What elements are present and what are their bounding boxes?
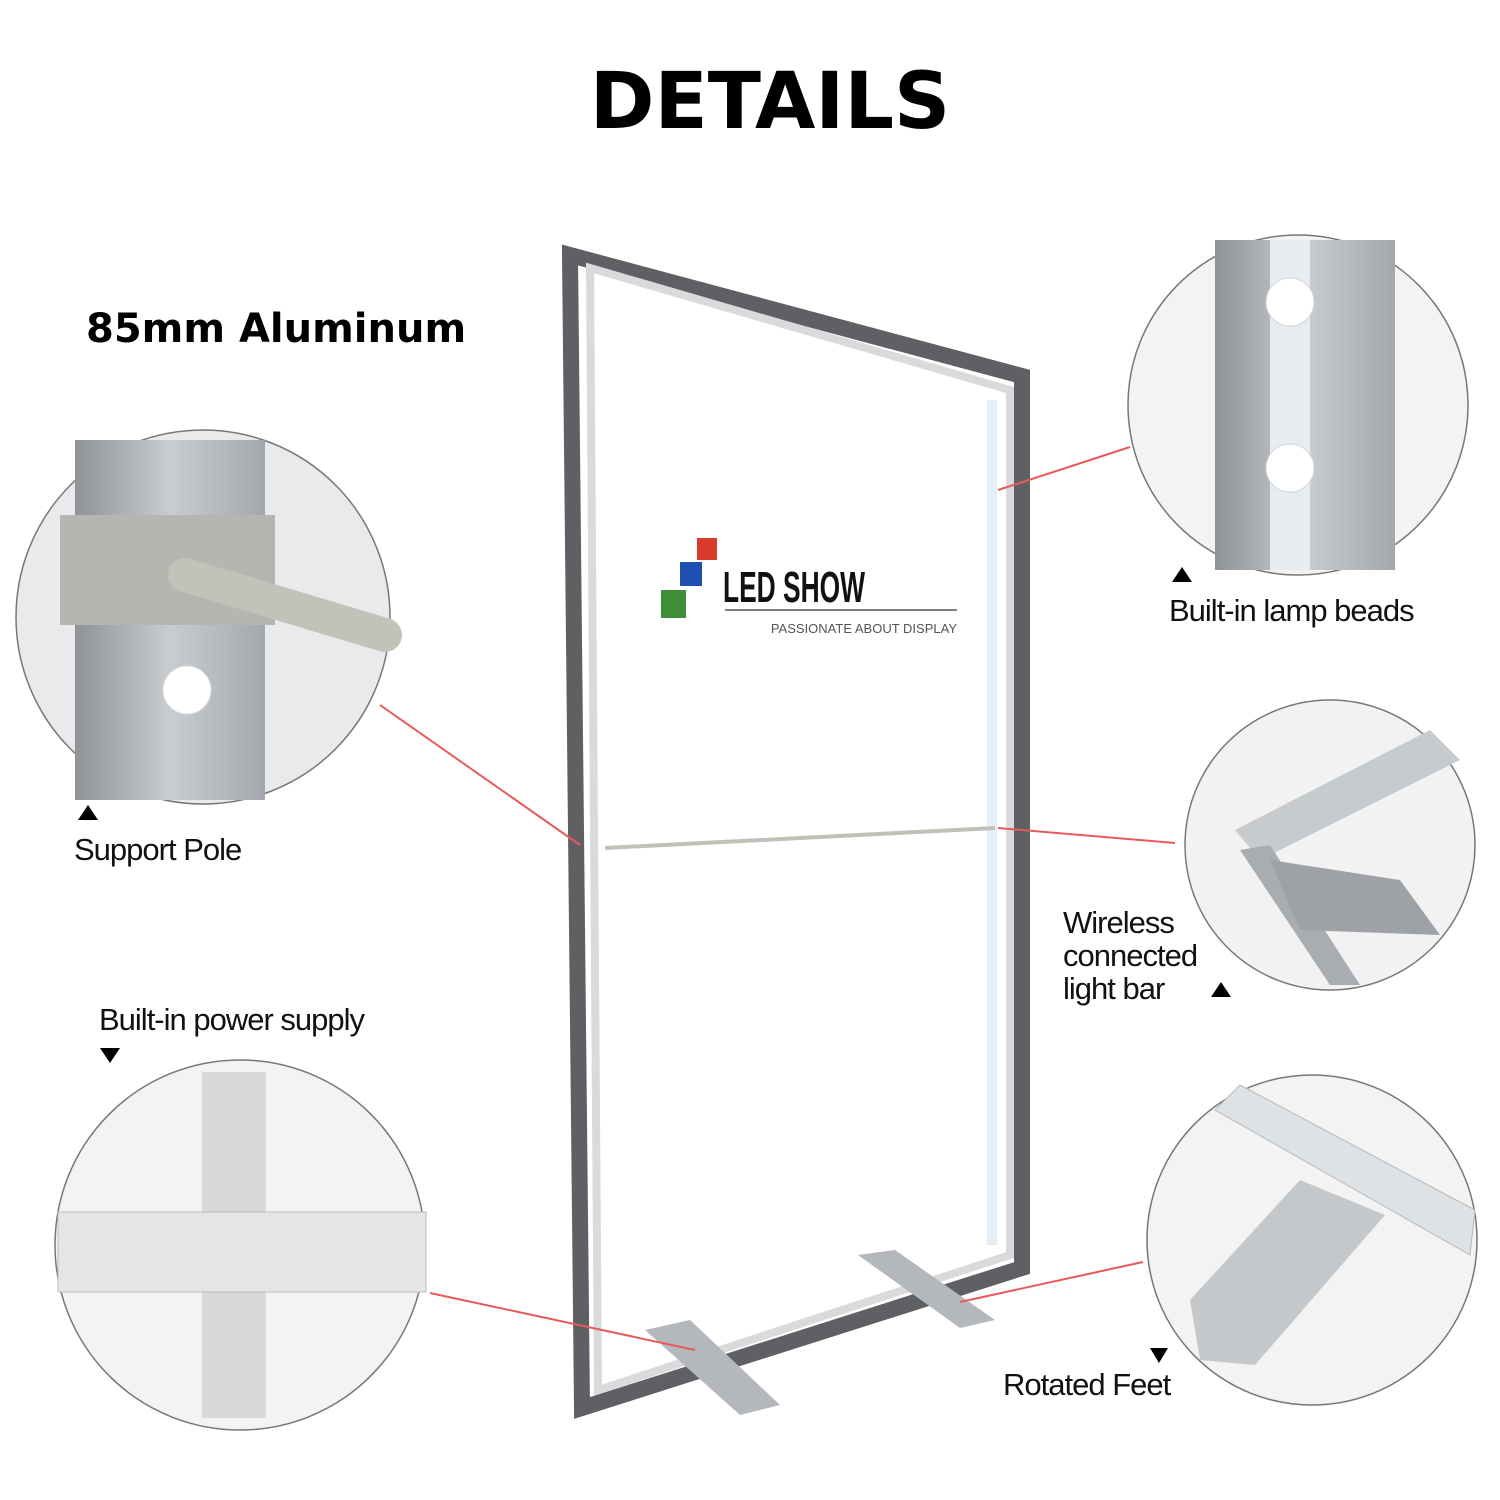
label-rotated-feet: Rotated Feet	[1003, 1367, 1172, 1402]
callout-rotated-feet: Rotated Feet	[1003, 1348, 1173, 1402]
triangle-up-icon	[1172, 567, 1192, 582]
label-support-pole: Support Pole	[74, 832, 241, 867]
callout-support-pole: Support Pole	[74, 805, 242, 867]
leader-lines	[379, 446, 1176, 1351]
logo-name: LED SHOW	[723, 563, 865, 612]
support-pole-bar	[604, 826, 996, 850]
label-lamp-beads: Built-in lamp beads	[1169, 593, 1414, 628]
logo-tagline: PASSIONATE ABOUT DISPLAY	[771, 621, 957, 636]
triangle-down-icon	[1150, 1348, 1168, 1363]
detail-rotated-feet	[1146, 1074, 1478, 1406]
logo-cube-blue	[680, 562, 702, 586]
label-wireless-line2: connected	[1063, 938, 1197, 973]
page-title: DETAILS	[590, 57, 950, 147]
label-wireless-line1: Wireless	[1063, 905, 1174, 940]
detail-wireless-light-bar	[1184, 699, 1476, 991]
subtitle: 85mm Aluminum	[86, 306, 466, 352]
logo-cube-green	[661, 590, 686, 618]
label-wireless-line3: light bar	[1063, 971, 1165, 1006]
detail-lamp-beads	[1127, 234, 1469, 576]
led-show-logo: LED SHOW PASSIONATE ABOUT DISPLAY	[661, 538, 957, 636]
triangle-down-icon	[100, 1048, 120, 1063]
foot-right	[858, 1250, 995, 1328]
triangle-up-icon	[1211, 982, 1231, 997]
triangle-up-icon	[78, 805, 98, 820]
callout-wireless: Wireless connected light bar	[1063, 905, 1231, 1006]
callout-power-supply: Built-in power supply	[99, 1002, 367, 1063]
lightbox-frame	[561, 244, 1030, 1419]
detail-support-pole	[15, 429, 402, 805]
foot-left	[645, 1320, 780, 1415]
label-power-supply: Built-in power supply	[99, 1002, 366, 1037]
callout-lamp-beads: Built-in lamp beads	[1169, 567, 1415, 628]
logo-cube-red	[697, 538, 717, 560]
detail-power-supply	[54, 1059, 427, 1431]
